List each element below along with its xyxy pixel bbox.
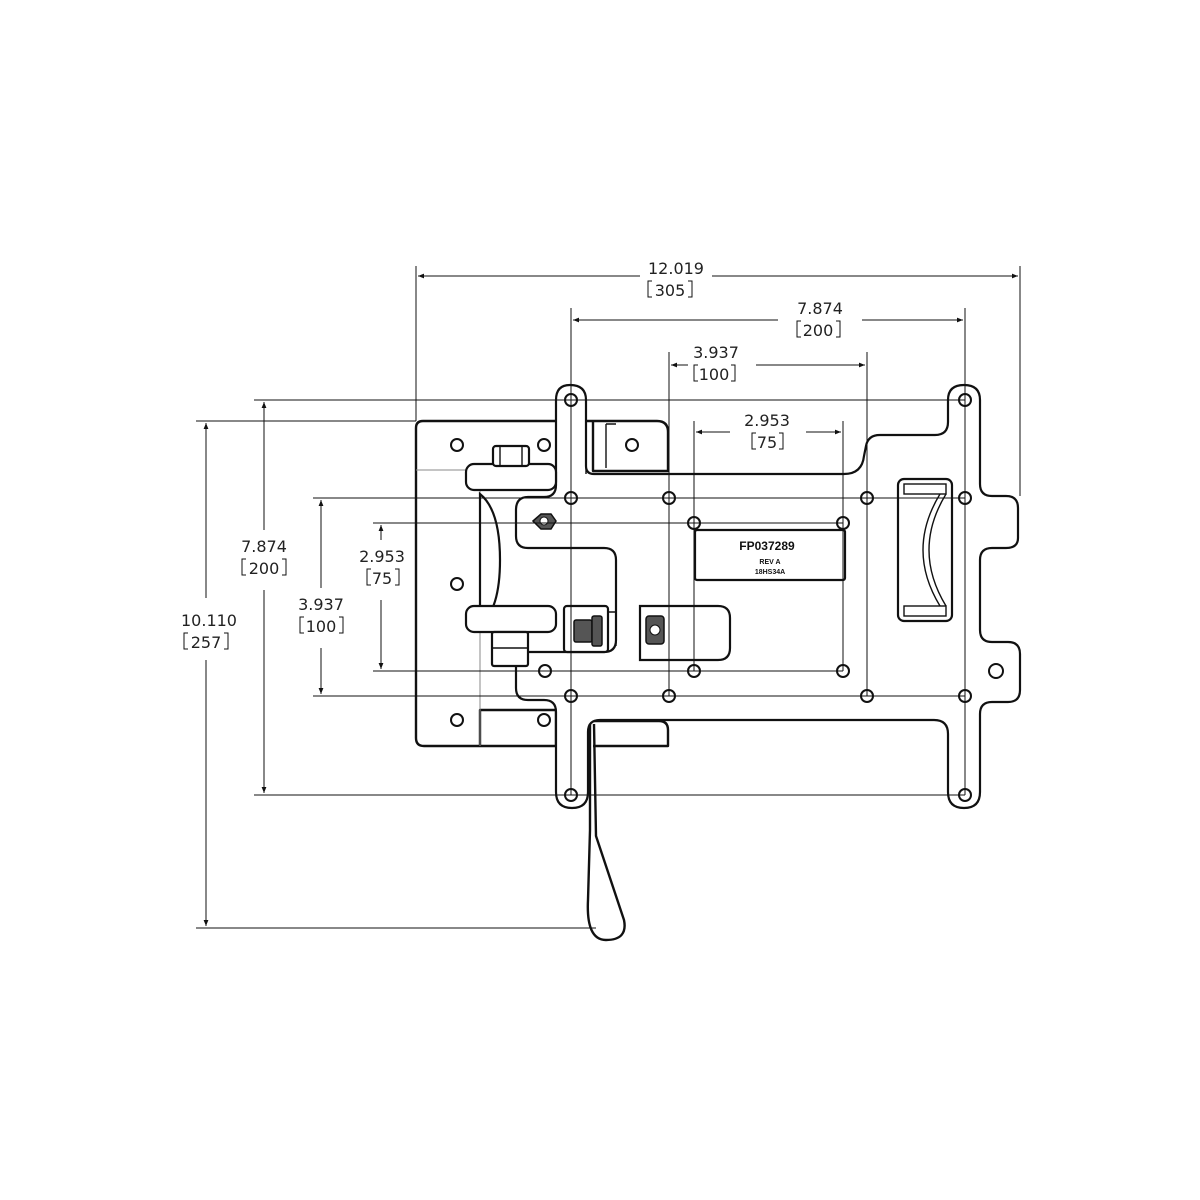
dim-width-100-metric: 100 bbox=[699, 365, 730, 384]
dim-width-200-metric: 200 bbox=[803, 321, 834, 340]
pivot-bracket bbox=[896, 477, 954, 623]
dim-width-200: 7.874 bbox=[797, 299, 843, 318]
dim-overall-width: 12.019 bbox=[648, 259, 704, 278]
dimension-lines bbox=[196, 266, 1021, 929]
dim-overall-height: 10.110 bbox=[181, 611, 237, 630]
mount-assembly: FP037289 REV A 18HS34A bbox=[414, 383, 1022, 942]
label-revision: REV A bbox=[759, 559, 780, 566]
dim-width-75-metric: 75 bbox=[757, 433, 777, 452]
dim-height-100-metric: 100 bbox=[306, 617, 337, 636]
dim-height-200: 7.874 bbox=[241, 537, 287, 556]
dimension-labels: 12.019 305 7.874 200 3.937 100 2.953 75 … bbox=[181, 259, 843, 652]
dim-width-75: 2.953 bbox=[744, 411, 790, 430]
tension-knob-bottom bbox=[464, 604, 558, 634]
tension-knob-top bbox=[464, 462, 558, 492]
label-plate bbox=[693, 528, 847, 582]
dim-width-100: 3.937 bbox=[693, 343, 739, 362]
dim-overall-width-metric: 305 bbox=[655, 281, 686, 300]
dim-height-200-metric: 200 bbox=[249, 559, 280, 578]
label-part-number: FP037289 bbox=[739, 539, 795, 553]
dim-height-75-metric: 75 bbox=[372, 569, 392, 588]
dim-overall-height-metric: 257 bbox=[191, 633, 222, 652]
safety-pin bbox=[586, 723, 626, 942]
dim-height-75: 2.953 bbox=[359, 547, 405, 566]
vesa-plate bbox=[514, 383, 1022, 810]
dim-height-100: 3.937 bbox=[298, 595, 344, 614]
label-lot: 18HS34A bbox=[755, 569, 785, 576]
